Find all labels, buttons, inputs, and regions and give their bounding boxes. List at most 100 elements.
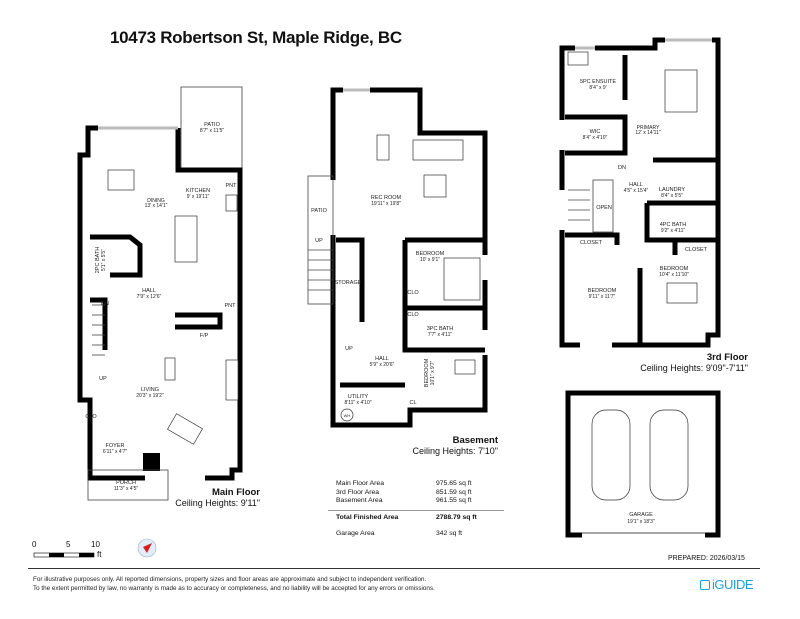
- disclaimer-line: For illustrative purposes only. All repo…: [33, 576, 427, 583]
- area-label: Main Floor Area: [336, 480, 384, 487]
- room-label: FOYER: [106, 443, 125, 449]
- area-row: Basement Area 961.55 sq ft: [336, 497, 496, 506]
- room-label: BEDROOM: [660, 266, 689, 272]
- floor-name: Main Floor: [211, 487, 260, 498]
- room-label: PORCH: [116, 480, 136, 486]
- room-dims: 20'3" x 19'2": [136, 393, 164, 399]
- room-dims: 9' x 19'11": [187, 194, 210, 200]
- room-label: PRIMARY: [637, 125, 660, 131]
- logo-text: iGUIDE: [712, 577, 754, 592]
- room-label: PATIO: [204, 122, 220, 128]
- floor-name: 3rd Floor: [706, 352, 748, 363]
- room-label: CLOSET: [685, 247, 708, 253]
- room-label: PNT: [226, 183, 238, 189]
- room-label: PATIO: [311, 208, 327, 214]
- room-label: CLOSET: [580, 240, 603, 246]
- room-label: UP: [345, 346, 353, 352]
- room-label: OPEN: [596, 205, 612, 211]
- room-dims: 9'11" x 11'7": [589, 294, 616, 300]
- room-label: DINING: [147, 198, 165, 204]
- room-label: F/P: [200, 333, 209, 339]
- room-dims: 8'11" x 4'10": [344, 400, 371, 406]
- room-label: 3PC BATH: [427, 326, 454, 332]
- room-dims: 5'9" x 20'6": [370, 362, 395, 368]
- garage-row: Garage Area 342 sq ft: [336, 530, 496, 539]
- room-label: WH: [344, 413, 351, 418]
- room-label: BEDROOM: [588, 288, 617, 294]
- room-label: WIC: [590, 129, 601, 135]
- area-summary-table: Main Floor Area 975.65 sq ft 3rd Floor Ar…: [328, 480, 504, 539]
- area-value: 2788.79 sq ft: [436, 513, 477, 521]
- room-label: UTILITY: [348, 394, 369, 400]
- page-title: 10473 Robertson St, Maple Ridge, BC: [110, 28, 402, 47]
- third-floor-plan: 5PC ENSUITE 8'4" x 9' WIC 8'4" x 4'10" P…: [559, 37, 721, 348]
- room-label: LIVING: [141, 387, 159, 393]
- room-dims: 19'1" x 18'3": [627, 519, 655, 525]
- area-value: 851.59 sq ft: [436, 488, 472, 496]
- area-value: 961.55 sq ft: [436, 497, 472, 504]
- disclaimer: For illustrative purposes only. All repo…: [33, 575, 435, 593]
- room-label: REC ROOM: [371, 195, 402, 201]
- basement-plan: REC ROOM 19'11" x 19'8" PATIO UP STORAGE…: [307, 87, 488, 428]
- garage-plan: GARAGE 19'1" x 18'3": [565, 390, 721, 538]
- ceiling-height: Ceiling Heights: 9'09"-7'11": [640, 363, 748, 373]
- room-label: CLO: [407, 312, 419, 318]
- floor-name: Basement: [452, 435, 498, 446]
- room-label: BEDROOM: [416, 251, 445, 257]
- area-value: 975.65 sq ft: [436, 480, 472, 487]
- area-label: 3rd Floor Area: [336, 488, 380, 496]
- room-dims: 4'5" x 15'4": [624, 188, 649, 194]
- room-label: KITCHEN: [186, 188, 210, 194]
- room-dims: 8'7" x 11'5": [200, 128, 224, 134]
- area-label: Garage Area: [336, 530, 375, 537]
- area-label: Basement Area: [336, 497, 383, 504]
- room-dims: 8'4" x 5'5": [661, 193, 683, 199]
- north-arrow-icon: [137, 538, 157, 558]
- room-dims: 10' x 9'1": [420, 257, 440, 263]
- logo-icon: [700, 579, 710, 590]
- room-dims: 7'7" x 4'11": [428, 332, 452, 338]
- footer-divider: [28, 568, 760, 569]
- water-heater-icon: [340, 408, 354, 422]
- room-label: UP: [99, 376, 107, 382]
- car-icon: [591, 409, 631, 501]
- car-icon: [649, 409, 689, 501]
- room-dims: 10'1" x 9'7": [430, 360, 436, 385]
- room-label: UP: [315, 238, 323, 244]
- area-row: Main Floor Area 975.65 sq ft: [336, 480, 496, 489]
- basement-caption: Basement Ceiling Heights: 7'10": [380, 435, 498, 457]
- room-label: 2PC BATH: [95, 247, 101, 274]
- room-label: CLO: [85, 414, 97, 420]
- scale-bar: [33, 552, 95, 558]
- area-value: 342 sq ft: [436, 530, 463, 537]
- prepared-date: PREPARED: 2026/03/15: [668, 555, 745, 562]
- room-label: HALL: [375, 356, 389, 362]
- room-dims: 8'4" x 4'10": [583, 135, 608, 141]
- room-dims: 19'11" x 19'8": [371, 201, 401, 207]
- room-label: HALL: [142, 288, 156, 294]
- total-row: Total Finished Area 2788.79 sq ft: [336, 514, 496, 523]
- room-dims: 8'4" x 9': [589, 85, 606, 91]
- room-dims: 11'3" x 4'5": [114, 486, 138, 492]
- room-dims: 6'11" x 4'7": [103, 449, 127, 455]
- scale-unit: ft: [97, 550, 102, 559]
- room-label: DN: [618, 165, 626, 171]
- room-label: CL: [409, 400, 416, 406]
- area-row: 3rd Floor Area 851.59 sq ft: [336, 489, 496, 498]
- room-label: STORAGE: [335, 280, 362, 286]
- room-dims: 7'9" x 12'6": [137, 294, 162, 300]
- room-label: 5PC ENSUITE: [580, 79, 616, 85]
- room-label: GARAGE: [629, 512, 653, 518]
- area-label: Total Finished Area: [336, 513, 399, 521]
- main-floor-caption: Main Floor Ceiling Heights: 9'11": [150, 487, 260, 509]
- room-dims: 9'2" x 4'11": [661, 228, 685, 234]
- room-label: PNT: [225, 303, 237, 309]
- third-floor-caption: 3rd Floor Ceiling Heights: 9'09"-7'11": [600, 352, 748, 374]
- room-dims: 13' x 14'1": [145, 203, 168, 209]
- room-dims: 5'1" x 5'5": [101, 249, 107, 271]
- room-dims: 10'4" x 11'10": [659, 272, 689, 278]
- room-label: 4PC BATH: [660, 222, 687, 228]
- room-label: LAUNDRY: [659, 187, 686, 193]
- ceiling-height: Ceiling Heights: 7'10": [412, 446, 498, 456]
- room-label: CLO: [407, 290, 419, 296]
